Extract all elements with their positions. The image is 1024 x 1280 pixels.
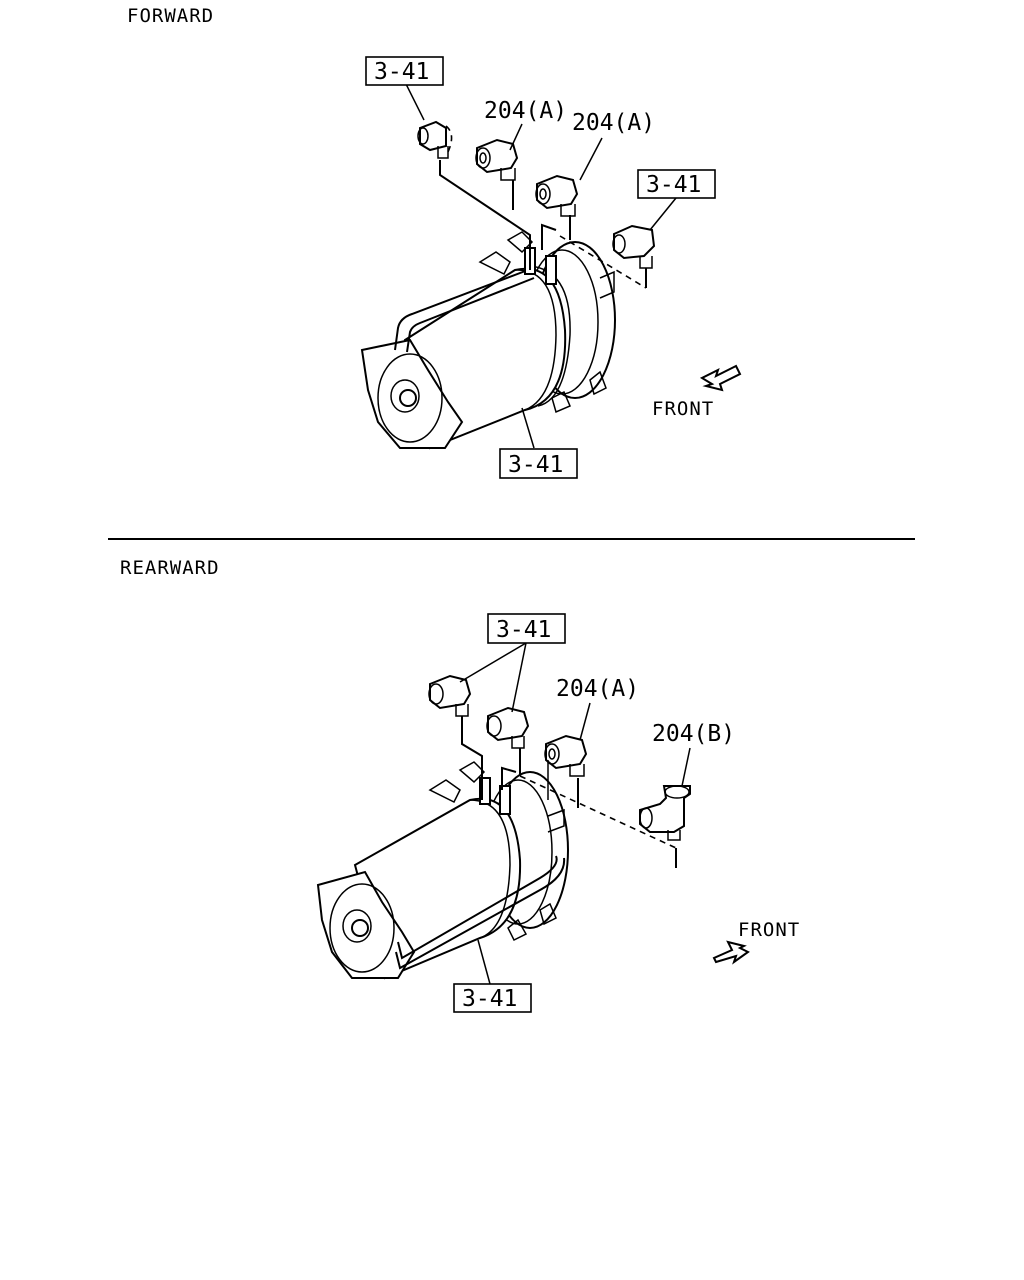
forward-leaders bbox=[405, 83, 677, 449]
rearward-front-label: FRONT bbox=[738, 919, 800, 941]
fitting-3-41-left bbox=[417, 120, 453, 159]
fitting-204a-2 bbox=[535, 174, 579, 217]
fitting-3-41-right bbox=[612, 224, 656, 269]
rearward-front-arrow-icon bbox=[712, 940, 750, 965]
forward-callout-5: 3-41 bbox=[499, 448, 578, 479]
svg-text:3-41: 3-41 bbox=[462, 986, 517, 1012]
rearward-callout-3: 204(B) bbox=[652, 721, 735, 747]
rearward-leaders bbox=[459, 642, 691, 985]
forward-front-arrow-icon bbox=[699, 364, 742, 392]
forward-title: FORWARD bbox=[127, 5, 214, 27]
rearward-compressor bbox=[316, 761, 569, 980]
svg-text:3-41: 3-41 bbox=[374, 59, 429, 85]
rearward-callout-2: 204(A) bbox=[556, 676, 639, 702]
forward-callout-4: 3-41 bbox=[637, 169, 716, 199]
svg-text:3-41: 3-41 bbox=[508, 452, 563, 478]
rearward-callout-4: 3-41 bbox=[453, 983, 532, 1013]
forward-callout-3: 204(A) bbox=[572, 110, 655, 136]
rear-fitting-204b-tee bbox=[639, 785, 691, 841]
rear-fitting-3-41-b bbox=[486, 706, 530, 749]
rearward-section: REARWARD bbox=[120, 557, 800, 1013]
forward-front-label: FRONT bbox=[652, 398, 714, 420]
rearward-title: REARWARD bbox=[120, 557, 220, 579]
forward-callout-1: 3-41 bbox=[365, 56, 444, 86]
rear-fitting-204a bbox=[544, 734, 588, 777]
forward-callout-2: 204(A) bbox=[484, 98, 567, 124]
svg-text:3-41: 3-41 bbox=[496, 617, 551, 643]
rearward-callout-1: 3-41 bbox=[487, 613, 566, 644]
rear-fitting-3-41-a bbox=[428, 674, 472, 717]
svg-text:3-41: 3-41 bbox=[646, 172, 701, 198]
fitting-204a-1 bbox=[475, 138, 519, 181]
forward-section: FORWARD bbox=[127, 5, 742, 479]
forward-compressor bbox=[360, 231, 616, 450]
forward-fittings bbox=[417, 120, 656, 269]
rearward-fittings bbox=[428, 674, 691, 841]
